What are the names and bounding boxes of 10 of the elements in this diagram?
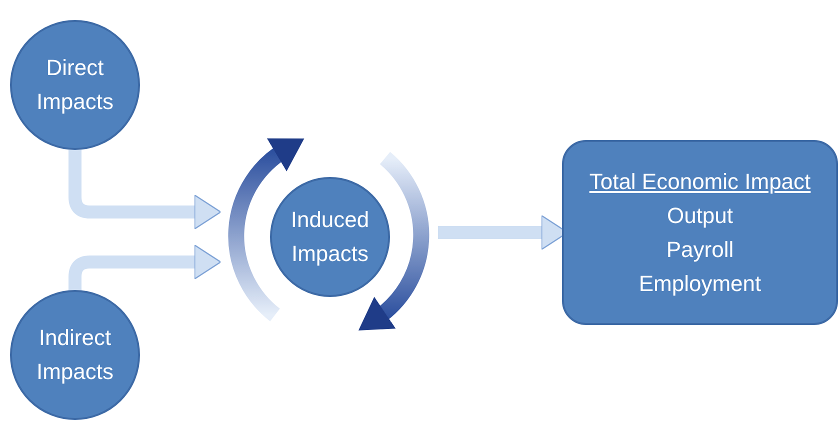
heading: Total Economic Impact — [589, 168, 811, 196]
node-label: Payroll — [666, 236, 734, 264]
node-label: Induced Impacts — [290, 206, 370, 268]
node-label: Indirect Impacts — [35, 324, 115, 386]
arrow — [68, 244, 222, 290]
node-label: Output — [666, 202, 734, 230]
node-label: Direct Impacts — [35, 54, 115, 116]
result-box — [562, 140, 838, 325]
arrow — [68, 150, 222, 230]
node-label: Employment — [638, 270, 762, 298]
